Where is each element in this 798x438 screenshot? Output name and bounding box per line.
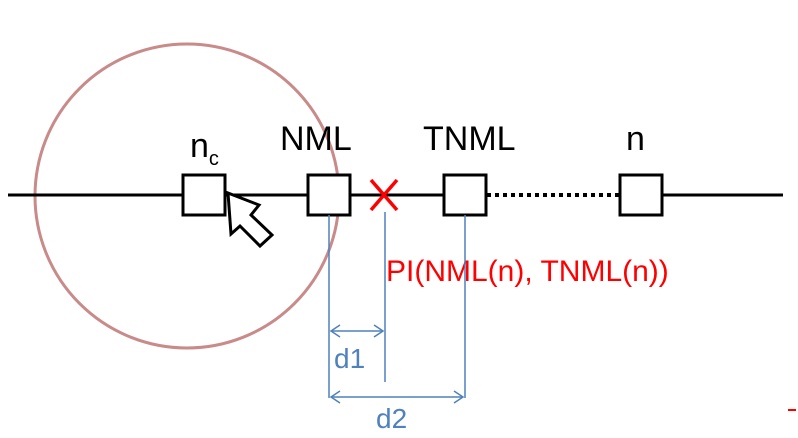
node-nc-label-sub: c [209,148,219,170]
mouse-pointer-icon [226,190,275,249]
d2-label: d2 [376,403,407,434]
node-nc-label-base: n [190,127,209,165]
node-tnml-label: TNML [423,120,516,158]
cross-icon [369,178,399,212]
d2-arrow [329,390,465,404]
node-nc [181,173,227,217]
node-tnml [442,173,488,217]
pi-label: PI(NML(n), TNML(n)) [386,255,669,288]
d1-label: d1 [334,343,365,374]
node-nml [306,173,352,217]
d1-arrow [329,324,385,338]
node-n [618,173,664,217]
node-nml-label: NML [280,120,352,158]
node-n-label: n [626,120,645,158]
node-nc-label: nc [190,127,219,170]
